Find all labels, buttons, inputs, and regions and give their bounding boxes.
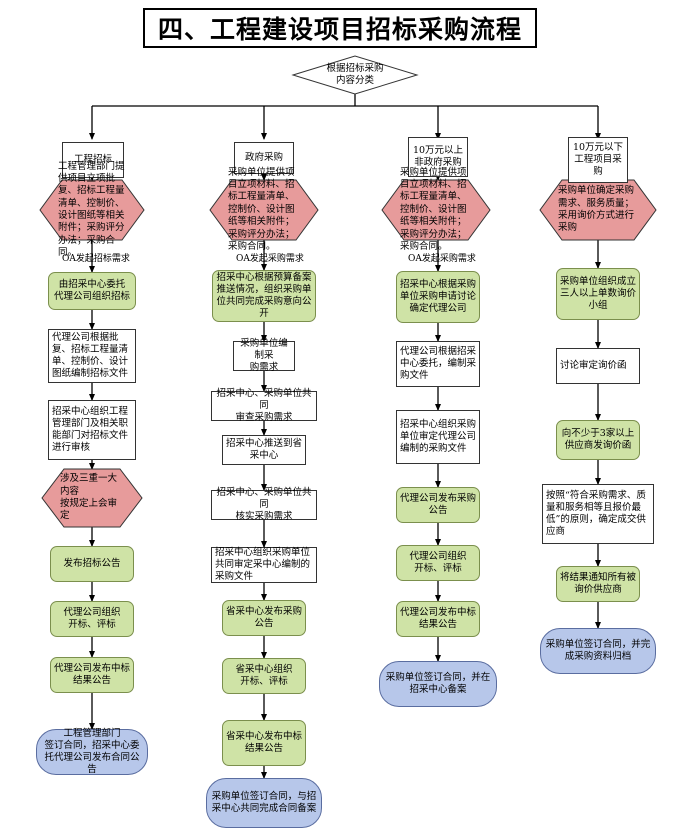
branch-start-3-shape — [539, 179, 657, 241]
branch-1-step-2: 招采中心、采购单位共同审查采购需求 — [211, 388, 317, 423]
branch-start-2-shape — [381, 179, 491, 241]
branch-0-step-6: 代理公司发布中标结果公告 — [50, 657, 134, 693]
branch-2-step-4: 代理公司组织开标、评标 — [396, 545, 480, 581]
branch-3-step-3: 按照“符合采购需求、质量和服务相等且报价最低”的原则，确定成交供应商 — [542, 484, 654, 544]
branch-0-step-7: 工程管理部门签订合同，招采中心委托代理公司发布合同公告 — [36, 728, 148, 775]
branch-start-2: 采购单位提供项目立项材料、招标工程量清单、控制价、设计图纸等相关附件；采购评分办… — [400, 166, 467, 252]
oa-note-2: OA发起采购需求 — [408, 254, 476, 264]
oa-note-0: OA发起招标需求 — [62, 254, 130, 264]
branch-1-step-8: 省采中心发布中标结果公告 — [222, 720, 306, 766]
branch-1-step-7: 省采中心组织开标、评标 — [222, 658, 306, 694]
branch-start-1: 采购单位提供项目立项材料、招标工程量清单、控制价、设计图纸等相关附件；采购评分办… — [228, 166, 295, 252]
branch-1-step-1: 采购单位编制采购需求 — [233, 338, 295, 373]
branch-2-step-6: 采购单位签订合同，并在招采中心备案 — [379, 661, 497, 707]
branch-1-step-5: 招采中心组织采购单位共同审定采中心编制的采购文件 — [211, 547, 317, 583]
branch-1-step-4: 招采中心、采购单位共同核实采购需求 — [211, 487, 317, 522]
branch-1-step-6: 省采中心发布采购公告 — [222, 600, 306, 636]
branch-2-step-5: 代理公司发布中标结果公告 — [396, 601, 480, 637]
branch-0-step-5: 代理公司组织开标、评标 — [50, 601, 134, 637]
branch-3-step-2: 向不少于3家以上供应商发询价函 — [556, 420, 640, 460]
page-title: 四、工程建设项目招标采购流程 — [143, 8, 537, 48]
branch-2-step-3: 代理公司发布采购公告 — [396, 487, 480, 523]
branch-0-step-4: 发布招标公告 — [50, 546, 134, 582]
branch-start-1-shape — [209, 179, 319, 241]
branch-0-step-3-shape — [41, 468, 143, 528]
branch-3-step-0: 采购单位组织成立三人以上单数询价小组 — [556, 268, 640, 320]
branch-1-step-9: 采购单位签订合同，与招采中心共同完成合同备案 — [206, 778, 322, 828]
branch-2-step-0: 招采中心根据采购单位采购申请讨论确定代理公司 — [396, 271, 480, 323]
branch-0-step-2: 招采中心组织工程管理部门及相关职能部门对招标文件进行审核 — [48, 400, 136, 460]
branch-start-0-shape — [39, 179, 145, 241]
branch-header-3: 10万元以下工程项目采购 — [568, 137, 628, 183]
branch-0-step-0: 由招采中心委托代理公司组织招标 — [48, 272, 136, 310]
branch-start-0: 工程管理部门提供项目立项批复、招标工程量清单、控制价、设计图纸等相关附件；采购评… — [58, 161, 125, 259]
root-decision: 根据招标采购内容分类 — [326, 62, 384, 86]
root-decision-shape — [291, 55, 419, 95]
branch-header-1: 政府采购 — [234, 142, 294, 174]
branch-3-step-4: 将结果通知所有被询价供应商 — [556, 566, 640, 602]
branch-3-step-1: 讨论审定询价函 — [556, 348, 640, 384]
branch-2-step-1: 代理公司根据招采中心委托，编制采购文件 — [396, 341, 480, 387]
branch-3-step-5: 采购单位签订合同，并完成采购资料归档 — [540, 628, 656, 674]
branch-header-0: 工程招标 — [62, 142, 124, 178]
branch-1-step-0: 招采中心根据预算备案推送情况，组织采购单位共同完成采购意向公开 — [212, 270, 316, 322]
branch-0-step-1: 代理公司根据批复、招标工程量清单、控制价、设计图纸编制招标文件 — [48, 329, 136, 383]
oa-note-1: OA发起采购需求 — [236, 254, 304, 264]
branch-start-3: 采购单位确定采购需求、服务质量；采用询价方式进行采购 — [558, 185, 635, 234]
branch-2-step-2: 招采中心组织采购单位审定代理公司编制的采购文件 — [396, 410, 480, 464]
branch-0-step-3: 涉及三重一大内容按规定上会审定 — [60, 473, 118, 522]
branch-1-step-3: 招采中心推送到省采中心 — [222, 435, 306, 465]
branch-header-2: 10万元以上非政府采购 — [408, 137, 468, 177]
